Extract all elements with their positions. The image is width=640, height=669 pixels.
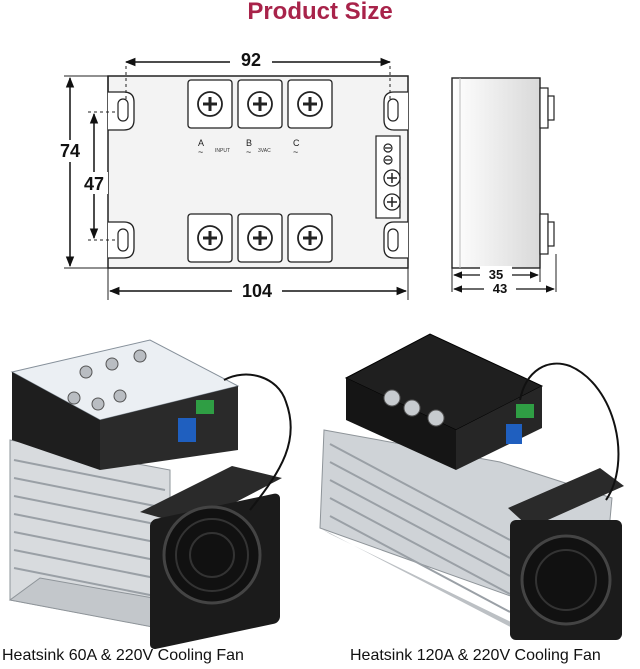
product-caption-120a: Heatsink 120A & 220V Cooling Fan [350, 647, 601, 664]
control-block-drawing [375, 135, 401, 219]
dimension-width-top: 92 [241, 50, 261, 70]
dimension-height-inner: 47 [84, 174, 104, 194]
dimension-depth-outer: 43 [493, 281, 507, 296]
voltage-label: 3VAC [258, 148, 271, 154]
phase-c-label: C [293, 138, 300, 148]
phase-b-wave: ~ [246, 147, 251, 157]
side-view: 35 43 [451, 77, 557, 299]
product-60a-illustration [8, 339, 292, 649]
top-terminals [187, 79, 333, 129]
product-caption-60a: Heatsink 60A & 220V Cooling Fan [2, 647, 244, 664]
phase-a-wave: ~ [198, 147, 203, 157]
phase-a-label: A [198, 138, 204, 148]
product-120a-illustration [319, 333, 624, 640]
input-label: INPUT [215, 148, 230, 154]
bottom-terminals [187, 213, 333, 263]
phase-c-wave: ~ [293, 147, 298, 157]
page-title: Product Size [247, 0, 393, 25]
phase-b-label: B [246, 138, 252, 148]
front-view: A ~ B ~ C ~ INPUT 3VAC 92 7 [54, 50, 409, 302]
dimension-depth-inner: 35 [489, 267, 503, 282]
dimension-height-outer: 74 [60, 141, 80, 161]
dimension-width-bottom: 104 [242, 281, 272, 301]
